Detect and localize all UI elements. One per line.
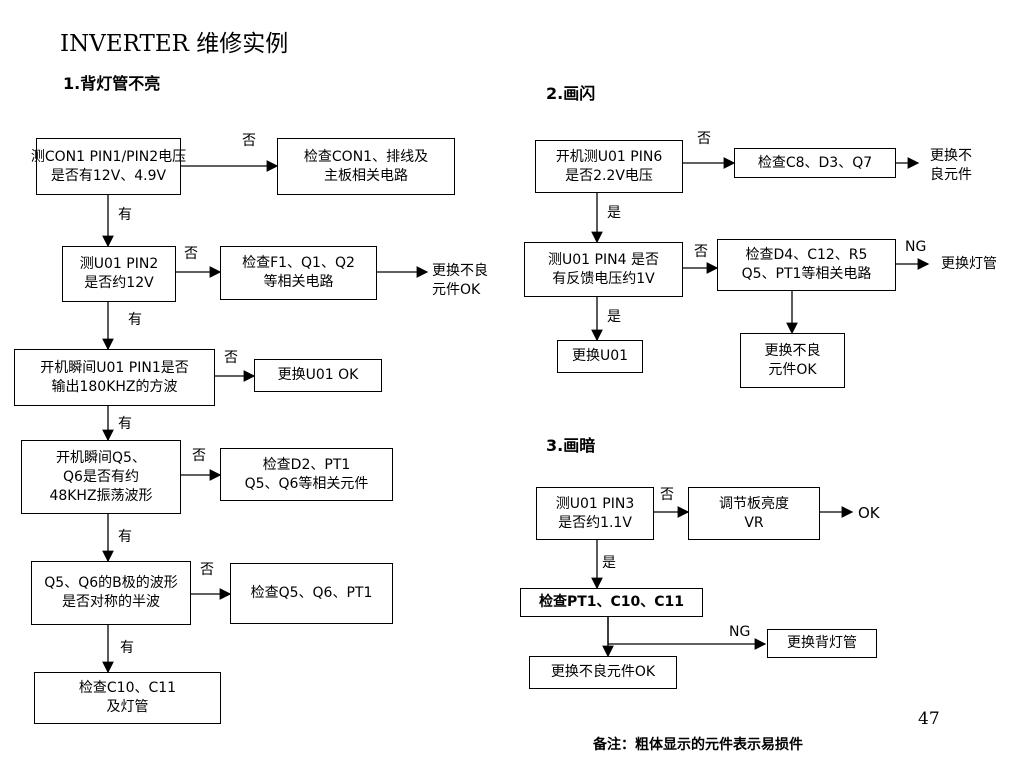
box-line: 是否2.2V电压 [565,167,653,184]
box-line: 检查C10、C11 [78,680,177,696]
edge-label-yes: 是 [602,555,616,571]
label-line: 良元件 [930,167,972,183]
flow2-pin6-voltage: 开机测U01 PIN6 是否2.2V电压 [535,140,683,193]
page-number: 47 [918,709,940,729]
box-line: 检查PT1、C10、C11 [538,594,685,610]
box-line: Q5、Q6的B极的波形 [44,575,178,591]
edge-label-ng: NG [905,239,927,255]
section-title-2: 2.画闪 [546,84,596,103]
flow3-replace-parts-ok: 更换不良元件OK [529,656,677,689]
flow3-pin3-voltage: 测U01 PIN3 是否约1.1V [536,487,654,540]
flow1-check-con1-voltage: 测CON1 PIN1/PIN2电压是否有12V、4.9V [31,138,186,195]
box-line: Q6是否有约 [63,468,139,485]
box-line: 是否约12V [84,275,154,291]
box-line: 更换不良 [764,342,821,359]
edge-label-no: 否 [697,131,711,147]
section-title-3: 3.画暗 [546,436,596,455]
box-line: 测U01 PIN4 是否 [548,251,659,268]
flow1-replace-ok: 更换不良 元件OK [432,262,488,300]
label-line: 更换不 [930,148,972,164]
label-line: 元件OK [432,282,481,298]
box-line: 有反馈电压约1V [552,270,655,287]
flow1-check-q5-q6-pt1: 检查Q5、Q6、PT1 [230,563,393,624]
box-line: 开机测U01 PIN6 [555,148,663,165]
box-line: 及灯管 [106,699,149,715]
label-line: 更换不良 [432,263,488,279]
edge-label-no: 否 [192,448,206,464]
section-title-1: 1.背灯管不亮 [63,74,161,93]
box-line: 检查F1、Q1、Q2 [242,255,355,271]
edge-label-yes: 有 [128,312,142,328]
box-line: 更换不良元件OK [550,664,656,680]
edge-label-no: 否 [694,244,708,260]
flow1-q5-q6-waveform: Q5、Q6的B极的波形是否对称的半波 [31,561,191,625]
edge-label-yes: 是 [607,205,621,221]
flow3-replace-backlight: 更换背灯管 [767,629,877,658]
box-line: 测CON1 PIN1/PIN2电压 [30,148,187,165]
flow2-check-c8-d3-q7: 检查C8、D3、Q7 [734,148,896,178]
flow2-replace-ok: 更换不良元件OK [740,333,845,388]
flow1-check-c10-c11-lamp: 检查C10、C11 及灯管 [34,672,221,724]
flow1-check-f1-q1-q2: 检查F1、Q1、Q2 等相关电路 [220,246,377,300]
flow1-measure-pin2: 测U01 PIN2 是否约12V [62,246,176,302]
edge-label-no: 否 [224,350,238,366]
box-line: 更换U01 [571,348,629,364]
box-line: 检查Q5、Q6、PT1 [250,585,373,601]
flow2-pin4-feedback: 测U01 PIN4 是否有反馈电压约1V [524,242,683,297]
box-line: 是否有12V、4.9V [50,167,167,184]
box-line: 输出180KHZ的方波 [51,378,178,395]
flow3-check-pt1-c10-c11: 检查PT1、C10、C11 [520,588,703,617]
box-line: 检查CON1、排线及 [303,148,429,165]
flow1-check-con1-cable: 检查CON1、排线及主板相关电路 [277,138,455,195]
edge-label-yes: 有 [118,529,132,545]
page-title: INVERTER 维修实例 [60,31,289,57]
edge-label-no: 否 [200,562,214,578]
footnote: 备注：粗体显示的元件表示易损件 [593,737,803,753]
box-line: 检查C8、D3、Q7 [757,154,873,171]
edge-label-yes: 是 [607,309,621,325]
edge-label-no: 否 [242,133,256,149]
flow3-adjust-vr: 调节板亮度 VR [688,487,820,540]
flow2-replace-lamp: 更换灯管 [941,256,997,272]
box-line: VR [744,514,764,531]
box-line: Q5、PT1等相关电路 [741,266,872,282]
box-line: 等相关电路 [263,274,334,290]
box-line: 是否约1.1V [558,514,632,531]
box-line: 48KHZ振荡波形 [49,487,153,504]
box-line: 更换背灯管 [787,635,857,651]
edge-label-no: 否 [184,246,198,262]
edge-label-ng: NG [729,624,751,640]
flow2-replace-u01: 更换U01 [557,340,643,373]
box-line: 调节板亮度 [719,495,789,512]
flow1-q5-q6-oscillation: 开机瞬间Q5、 Q6是否有约 48KHZ振荡波形 [21,440,181,514]
box-line: 检查D2、PT1 [262,456,351,473]
box-line: 测U01 PIN2 [79,256,159,272]
edge-label-yes: 有 [118,207,132,223]
box-line: 更换U01 OK [277,367,359,383]
box-line: 测U01 PIN3 [555,495,635,512]
flow3-ok: OK [858,504,880,522]
box-line: 主板相关电路 [324,167,408,184]
box-line: 开机瞬间Q5、 [56,449,146,466]
box-line: Q5、Q6等相关元件 [244,475,369,492]
flow1-replace-u01: 更换U01 OK [254,359,382,392]
flow2-replace-parts: 更换不 良元件 [930,147,972,185]
box-line: 是否对称的半波 [62,594,160,610]
box-line: 检查D4、C12、R5 [745,247,868,263]
edge-label-yes: 有 [120,640,134,656]
edge-label-yes: 有 [118,416,132,432]
box-line: 元件OK [768,361,817,378]
box-line: 开机瞬间U01 PIN1是否 [40,359,189,376]
flow1-pin1-square-wave: 开机瞬间U01 PIN1是否输出180KHZ的方波 [14,349,215,406]
edge-label-no: 否 [660,487,674,503]
